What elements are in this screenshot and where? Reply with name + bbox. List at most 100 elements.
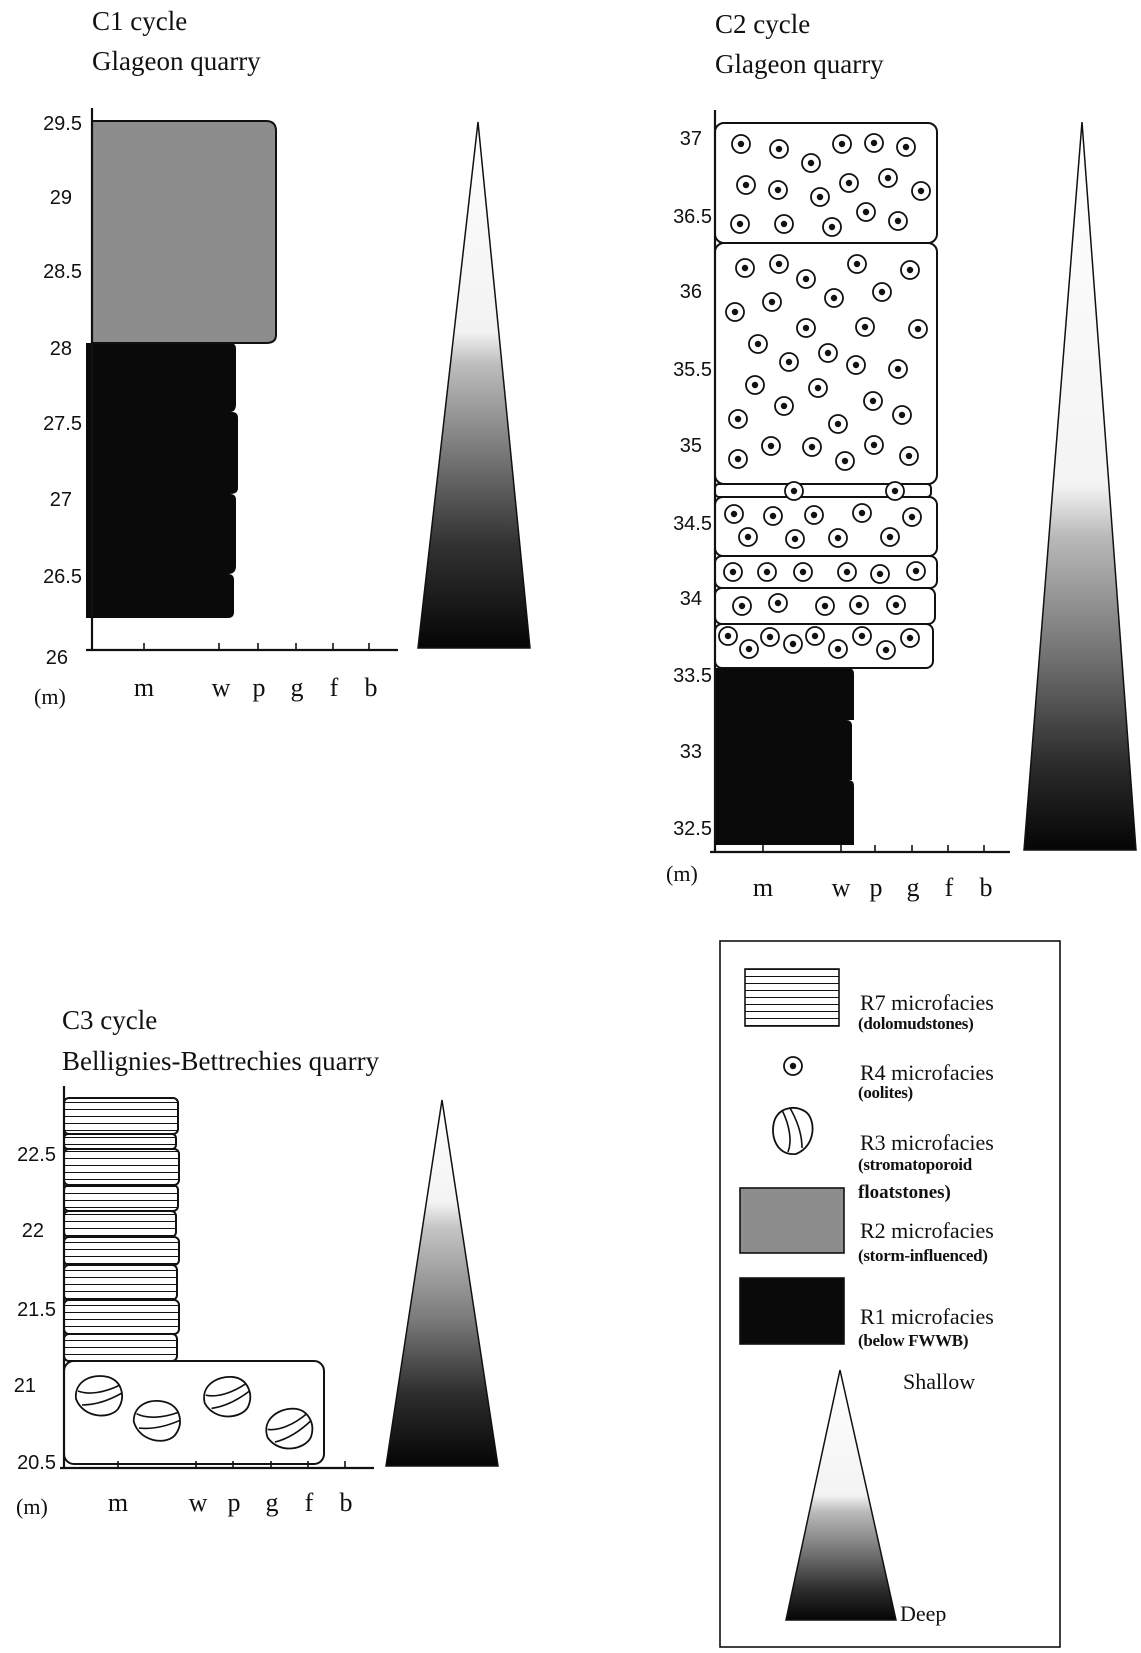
c2-ytick: 35 [680,435,702,457]
c1-deepening-triangle [417,121,531,649]
c2-ytick: 37 [680,128,702,150]
c1-title: C1 cycle [92,6,187,36]
c3-ytick: 21 [14,1375,36,1397]
c1-ytick: 27.5 [43,413,82,435]
c3-xtick: g [266,1488,279,1517]
c2-unit-label: (m) [666,861,698,886]
c2-xtick: f [945,873,954,902]
c3-bed-r7 [63,1210,177,1238]
c3-ytick: 20.5 [17,1452,56,1474]
c2-x-tick-labels: m w p g f b [753,873,993,902]
legend-swatch-r7 [744,968,840,1027]
legend-name-r4: R4 microfacies [860,1060,994,1085]
c1-ytick: 28.5 [43,261,82,283]
legend-swatch-r1 [739,1277,845,1345]
c1-bed-r2 [91,120,277,344]
panel-c1: C1 cycle Glageon quarry 29.5 29 28.5 28 … [34,6,531,709]
legend: R7 microfacies (dolomudstones) R4 microf… [719,940,1061,1648]
c1-x-tick-labels: m w p g f b [134,673,378,702]
c1-y-tick-labels: 29.5 29 28.5 28 27.5 27 26.5 26 [43,113,82,669]
legend-name-r1: R1 microfacies [860,1304,994,1329]
c2-xtick: m [753,873,773,902]
panel-c3: C3 cycle Bellignies-Bettrechies quarry [14,1005,499,1519]
c1-ytick: 29 [50,187,72,209]
c2-xtick: p [870,873,883,902]
c2-ytick: 34 [680,588,702,610]
c2-ytick: 32.5 [673,818,712,840]
legend-desc-r1: (below FWWB) [858,1331,968,1350]
c2-xtick: w [832,873,851,902]
c2-xtick: g [907,873,920,902]
c2-bed-column [714,122,938,845]
c3-ytick: 22 [22,1220,44,1242]
c2-ytick: 36 [680,281,702,303]
c3-xtick: b [340,1488,353,1517]
legend-swatch-r4 [783,1056,803,1076]
c1-ytick: 28 [50,338,72,360]
c3-x-tick-labels: m w p g f b [108,1488,353,1517]
c2-title: C2 cycle [715,9,810,39]
c2-bed-r4-4 [714,496,938,557]
c3-bed-r7 [63,1133,177,1150]
c2-ytick: 36.5 [673,206,712,228]
c1-xtick: m [134,673,154,702]
c1-bed-r1-3 [86,412,238,494]
c3-bed-r7 [63,1184,179,1212]
c2-xtick: b [980,873,993,902]
c3-bed-r7 [63,1299,180,1335]
c3-xtick: w [189,1488,208,1517]
c1-bed-column [86,120,277,618]
c3-bed-column [63,1097,325,1465]
c2-y-tick-labels: 37 36.5 36 35.5 35 34.5 34 33.5 33 32.5 [673,128,712,840]
c1-ytick: 26 [46,647,68,669]
c1-ytick: 27 [50,489,72,511]
legend-triangle [785,1369,897,1621]
c3-xtick: f [305,1488,314,1517]
c1-x-tick-marks [143,643,370,650]
c1-ytick: 26.5 [43,566,82,588]
c2-bed-r4-3 [714,555,938,589]
legend-desc-r2: (storm-influenced) [858,1246,988,1265]
c2-ytick: 33 [680,741,702,763]
c3-deepening-triangle [385,1099,499,1467]
c3-ytick: 22.5 [17,1144,56,1166]
c3-title: C3 cycle [62,1005,157,1035]
c1-bed-r1-4 [86,343,236,412]
c3-xtick: m [108,1488,128,1517]
c2-x-tick-marks [762,845,985,852]
c3-xtick: p [228,1488,241,1517]
legend-name-r3: R3 microfacies [860,1130,994,1155]
c3-bed-r7 [63,1097,179,1135]
legend-deep-label: Deep [900,1601,946,1626]
legend-name-r7: R7 microfacies [860,990,994,1015]
c3-bed-r7 [63,1148,180,1186]
legend-swatch-r2 [739,1187,845,1254]
c1-subtitle: Glageon quarry [92,46,261,76]
legend-desc-r7: (dolomudstones) [858,1014,973,1033]
c2-ytick: 35.5 [673,359,712,381]
legend-desc-r4: (oolites) [858,1083,913,1102]
c1-bed-r1-2 [86,494,236,574]
c2-bed-r1-1 [715,780,854,845]
c3-subtitle: Bellignies-Bettrechies quarry [62,1046,380,1076]
c3-unit-label: (m) [16,1494,48,1519]
legend-desc2-r3: floatstones) [858,1182,951,1203]
c1-xtick: p [253,673,266,702]
legend-name-r2: R2 microfacies [860,1218,994,1243]
c2-bed-r1-3 [715,668,854,720]
panel-c2: C2 cycle Glageon quarry [666,9,1137,902]
c3-bed-r7 [63,1333,178,1362]
c1-xtick: f [330,673,339,702]
c2-deepening-triangle [1023,121,1137,851]
legend-shallow-label: Shallow [903,1369,975,1394]
c1-unit-label: (m) [34,684,66,709]
c1-xtick: w [212,673,231,702]
c1-ytick: 29.5 [43,113,82,135]
c2-ytick: 33.5 [673,665,712,687]
c2-bed-r1-2 [715,720,852,780]
c3-y-tick-labels: 22.5 22 21.5 21 20.5 [14,1144,56,1474]
c3-bed-r7 [63,1236,180,1266]
c1-xtick: g [291,673,304,702]
legend-swatch-r3 [772,1107,814,1156]
